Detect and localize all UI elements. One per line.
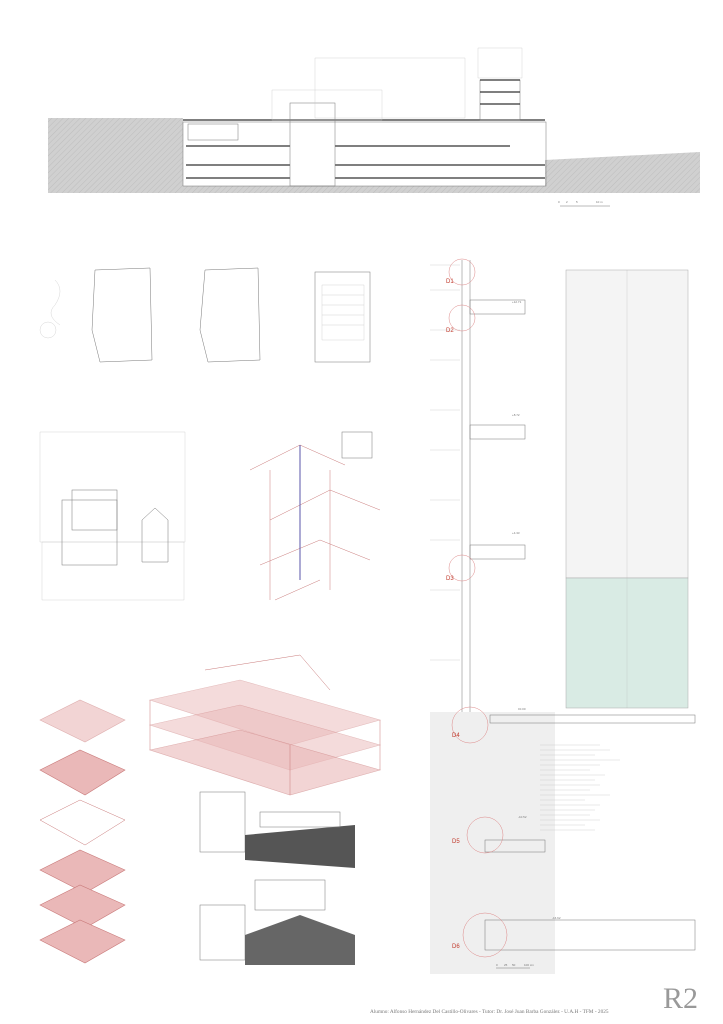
building-section: 0 2 5 10 m	[48, 47, 700, 207]
facade-panel	[565, 269, 689, 709]
svg-text:100 cm: 100 cm	[524, 963, 534, 967]
svg-text:0: 0	[558, 200, 560, 204]
svg-text:D1: D1	[446, 279, 454, 285]
structure-axonometric	[249, 431, 381, 601]
section-scale-bar: 0 2 5 10 m	[558, 200, 610, 207]
svg-text:25: 25	[504, 963, 508, 967]
svg-text:D5: D5	[452, 839, 460, 845]
svg-text:D6: D6	[452, 944, 460, 950]
svg-text:0: 0	[496, 963, 498, 967]
svg-text:+12.71: +12.71	[512, 300, 522, 304]
svg-text:±0.00: ±0.00	[518, 707, 526, 711]
credits-footer: Alumno: Alfonso Hernández Del Castillo-O…	[370, 1009, 609, 1015]
building-axonometric	[148, 654, 382, 796]
street-elevation	[39, 431, 186, 601]
floor-plans	[39, 267, 371, 363]
svg-text:D2: D2	[446, 328, 454, 334]
svg-text:-16.62: -16.62	[552, 916, 561, 920]
svg-text:2: 2	[566, 200, 568, 204]
svg-text:+4.33: +4.33	[512, 531, 520, 535]
svg-text:-10.52: -10.52	[518, 815, 527, 819]
svg-text:5: 5	[576, 200, 578, 204]
svg-text:+8.72: +8.72	[512, 413, 520, 417]
sheet-number: R2	[663, 982, 699, 1015]
detail-scale-bar: 0 25 50 100 cm	[496, 963, 534, 969]
constructive-detail-section: D1 D2 D3 D4 D5 D6 +12.71 +8.72 +4.33 ±0.…	[430, 258, 696, 974]
svg-text:50: 50	[512, 963, 516, 967]
perspective-views	[199, 791, 355, 965]
svg-text:10 m: 10 m	[596, 200, 603, 204]
svg-text:D3: D3	[446, 576, 454, 582]
svg-text:D4: D4	[452, 733, 460, 739]
exploded-axonometrics	[39, 699, 126, 964]
